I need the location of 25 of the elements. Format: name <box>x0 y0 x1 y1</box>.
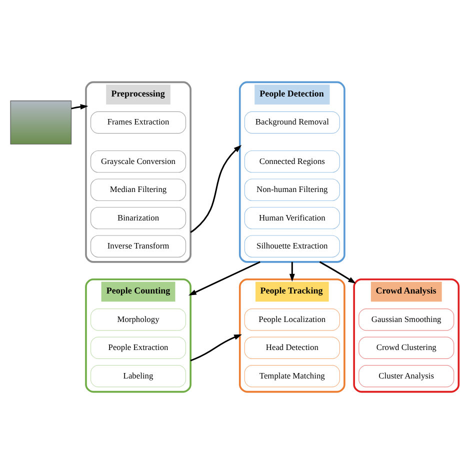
node-box: Template Matching <box>244 365 340 388</box>
node-box: Background Removal <box>244 111 340 134</box>
node-box: Connected Regions <box>244 150 340 173</box>
node-box: Gaussian Smoothing <box>358 308 454 331</box>
node-box: Inverse Transform <box>90 235 186 258</box>
arrow <box>190 145 242 234</box>
node-box: Head Detection <box>244 336 340 360</box>
node-box: Binarization <box>90 206 186 230</box>
arrow <box>289 262 295 282</box>
node-box: People Extraction <box>90 336 186 360</box>
node-box: Grayscale Conversion <box>90 150 186 173</box>
node-box: Median Filtering <box>90 178 186 201</box>
arrow <box>319 261 356 284</box>
node-box: Morphology <box>90 308 186 331</box>
node-box: Non-human Filtering <box>244 178 340 201</box>
node-box: Silhouette Extraction <box>244 235 340 258</box>
node-box: Human Verification <box>244 206 340 230</box>
node-box: Cluster Analysis <box>358 365 454 388</box>
node-box: People Localization <box>244 308 340 331</box>
arrow <box>71 104 88 110</box>
arrow <box>190 334 242 362</box>
node-box: Labeling <box>90 365 186 388</box>
node-picture <box>10 100 72 144</box>
node-box: Crowd Clustering <box>358 336 454 360</box>
node-box: Frames Extraction <box>90 111 186 134</box>
